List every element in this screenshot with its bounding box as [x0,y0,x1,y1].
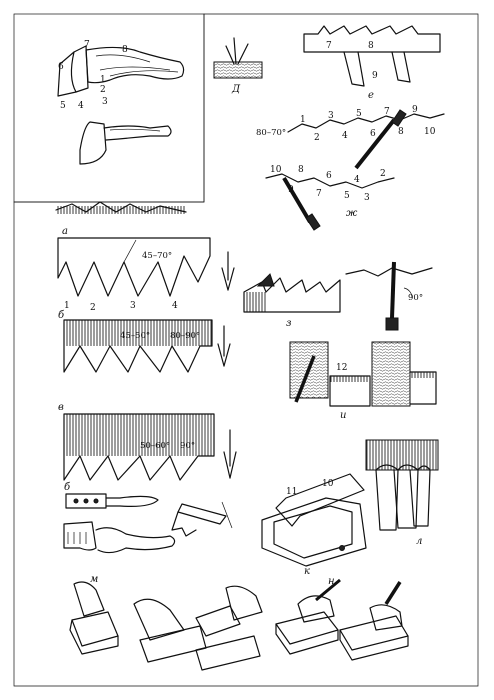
panel-e-figure: 7 8 9 е [303,25,441,101]
panel-k-letter: к [304,566,310,577]
axe-label-2: 2 [100,85,106,95]
axe-figure: 7 6 8 1 2 5 4 3 [57,40,185,165]
panel-zh-top-2: 2 [314,133,320,143]
axe-label-8: 8 [122,45,128,55]
panel-i-file-figure: 90° [345,261,433,331]
panel-k-label-10: 10 [322,479,334,489]
panel-v-angle1: 50–60° [140,441,170,451]
panel-zh-top-3: 3 [328,111,334,121]
panel-e-letter: е [368,90,374,101]
saw-edge-strip [55,201,187,214]
panel-b-figure: б 45–50° 80–90° [58,310,231,373]
panel-i-angle: 90° [408,293,423,303]
panel-a-figure: а 45–70° 1 2 3 4 [57,226,235,313]
panel-e-label-8: 8 [368,41,374,51]
panel-zh-bot-10: 10 [270,165,282,175]
panel-zh-bot-6: 6 [326,171,332,181]
panel-zh-letter: ж [346,208,358,219]
panel-zh-top-7: 7 [384,107,390,117]
panel-zh-top-6: 6 [370,129,376,139]
axe-label-6: 6 [58,62,64,72]
panel-d-figure: Д [213,37,263,95]
panel-zh-bot-8: 8 [298,165,304,175]
panel-v-tooth-label: б [64,482,71,493]
panel-a-label-3: 3 [130,301,136,311]
panel-zh-bot-4: 4 [354,175,360,185]
panel-i-label-12: 12 [336,363,347,373]
axe-label-7: 7 [84,40,90,50]
panel-zh-top-9: 9 [412,105,418,115]
panel-zh-bot-7: 7 [316,189,322,199]
panel-zh-bot-9: 9 [288,185,294,195]
panel-a-letter: а [62,226,68,237]
panel-zh-top-5: 5 [356,109,362,119]
panel-d-letter: Д [231,84,241,95]
tools-figure [63,493,233,554]
axe-label-3: 3 [102,97,108,107]
panel-zh-figure: 80–70° 1 3 5 7 9 2 4 6 8 10 10 8 6 4 2 9… [256,105,445,231]
panel-k-label-11: 11 [286,487,297,497]
panel-zh-bot-5: 5 [344,191,350,201]
panel-zh-top-4: 4 [342,131,348,141]
frame-top-left [13,13,205,203]
panel-zh-top-8: 8 [398,127,404,137]
panel-v-figure: в б 50–60° 90° [58,402,237,493]
panel-a-label-2: 2 [90,303,96,313]
panel-z-figure: з [243,273,341,329]
panel-e-label-7: 7 [326,41,332,51]
panel-i-figure: 12 и [289,341,437,421]
panel-v-letter: в [58,402,64,413]
axe-label-5: 5 [60,101,66,111]
panel-m-figure: м [69,574,263,671]
panel-k-figure: 11 10 к [261,473,367,577]
panel-z-letter: з [286,318,291,329]
panel-zh-bot-2: 2 [380,169,386,179]
panel-zh-angle: 80–70° [256,128,286,138]
panel-l-figure: л [365,439,439,547]
panel-l-letter: л [416,536,422,547]
panel-zh-top-10: 10 [424,127,436,137]
panel-n-letter: н [328,576,335,587]
panel-zh-bot-3: 3 [364,193,370,203]
axe-label-4: 4 [78,101,84,111]
panel-zh-top-1: 1 [300,115,306,125]
panel-b-angle2: 80–90° [170,331,200,341]
panel-b-letter: б [58,310,65,321]
panel-a-angle: 45–70° [142,251,172,261]
panel-b-angle1: 45–50° [120,331,150,341]
panel-v-angle2: 90° [180,441,195,451]
panel-i-letter: и [340,410,346,421]
frame-main [13,13,479,687]
panel-e-label-9: 9 [372,71,378,81]
panel-n-figure: н [275,576,409,661]
axe-label-1: 1 [100,75,106,85]
panel-m-letter: м [90,574,98,585]
panel-a-label-4: 4 [172,301,178,311]
panel-a-label-1: 1 [64,301,70,311]
